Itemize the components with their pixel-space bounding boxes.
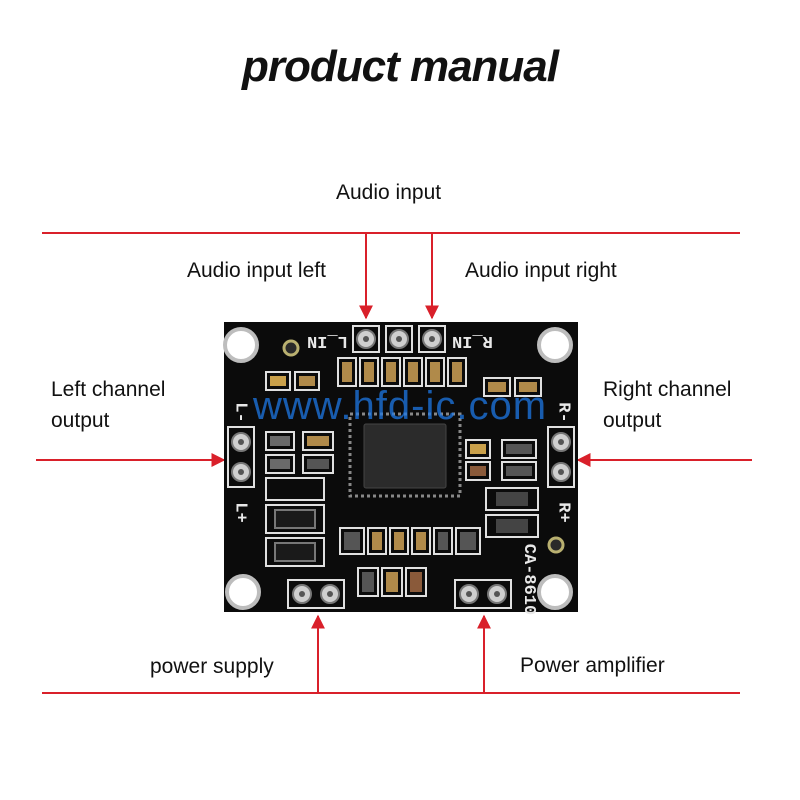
label-audio-input-left: Audio input left	[187, 259, 326, 282]
label-right-channel-line1: Right channel	[603, 378, 732, 401]
silkscreen-l-plus: L+	[230, 502, 250, 523]
label-power-amplifier: Power amplifier	[520, 654, 665, 677]
watermark: www.hfd-ic.com	[252, 384, 548, 428]
pcb-board	[223, 322, 578, 612]
amplifier-chip	[348, 412, 462, 498]
label-audio-input: Audio input	[336, 181, 442, 204]
right-output-pads	[547, 426, 575, 488]
page-title: product manual	[241, 42, 559, 91]
label-left-channel-output: Left channel output	[51, 374, 165, 436]
left-output-pads	[227, 426, 255, 488]
silkscreen-r-plus: R+	[553, 502, 573, 523]
silkscreen-l-in: L_IN	[307, 331, 348, 350]
label-right-channel-output: Right channel output	[603, 374, 731, 436]
silkscreen-model: CA-8610	[519, 543, 539, 616]
silkscreen-r-in: R_IN	[452, 331, 493, 350]
mounting-holes	[223, 327, 573, 610]
label-power-supply: power supply	[150, 655, 274, 678]
input-pads	[352, 325, 446, 353]
label-audio-input-right: Audio input right	[465, 259, 617, 282]
annotation-lines	[36, 232, 752, 694]
label-left-channel-line2: output	[51, 409, 110, 432]
power-pads	[287, 579, 512, 609]
label-left-channel-line1: Left channel	[51, 378, 166, 401]
smd-components	[265, 357, 542, 597]
label-right-channel-line2: output	[603, 409, 662, 432]
